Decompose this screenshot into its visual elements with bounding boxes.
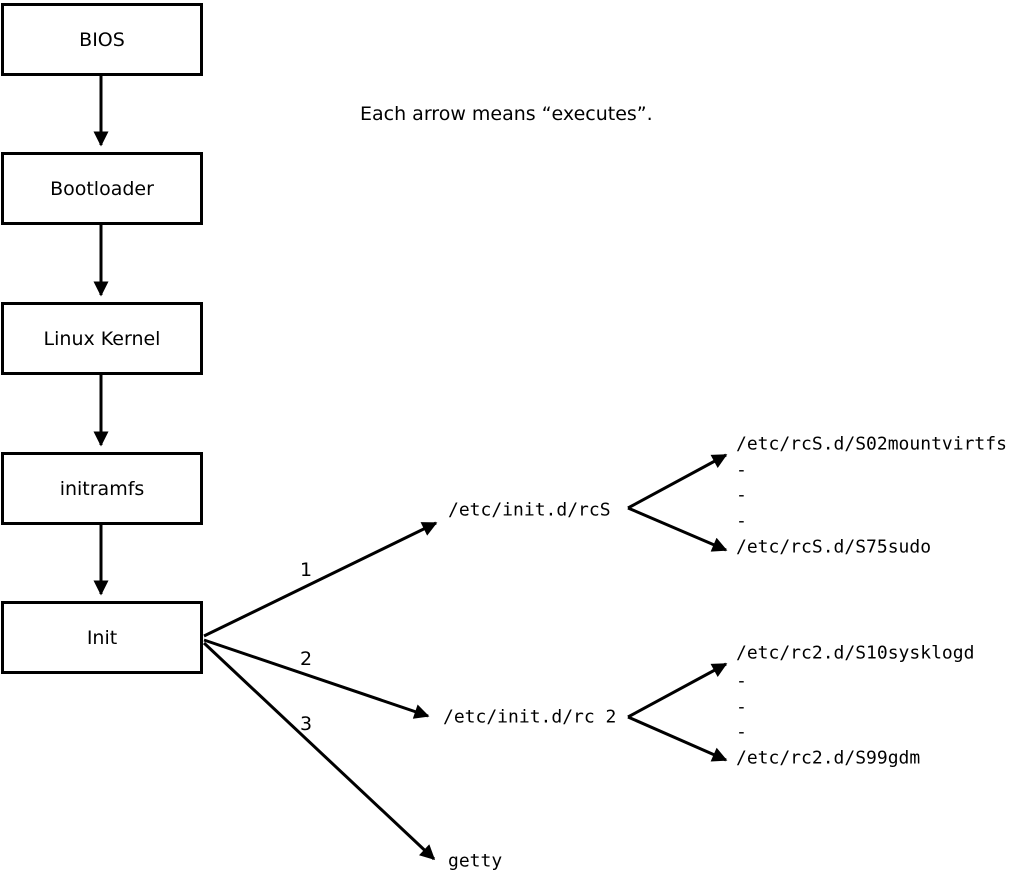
rc2-ellipsis-dash-1: - — [736, 670, 747, 692]
arrow-legend-note: Each arrow means “executes”. — [360, 103, 653, 125]
branch-3-number: 3 — [299, 713, 313, 735]
node-getty: getty — [448, 850, 503, 872]
node-linux-kernel: Linux Kernel — [1, 302, 203, 375]
node-linux-kernel-label: Linux Kernel — [43, 327, 161, 350]
rcs-ellipsis-dash-3: - — [736, 510, 747, 532]
arrow-rcs-to-s75sudo — [627, 506, 728, 552]
branch-2-number: 2 — [299, 648, 313, 670]
rc2-ellipsis-dash-2: - — [736, 696, 747, 718]
node-bootloader-label: Bootloader — [50, 177, 154, 200]
arrow-rcs-to-s02mountvirtfs — [627, 453, 728, 510]
rcs-ellipsis-dash-1: - — [736, 459, 747, 481]
node-init: Init — [1, 601, 203, 674]
node-initramfs: initramfs — [1, 452, 203, 525]
arrow-init-to-rc2 — [203, 638, 430, 719]
rcs-ellipsis-dash-2: - — [736, 484, 747, 506]
node-rcs-d-s02mountvirtfs: /etc/rcS.d/S02mountvirtfs — [736, 433, 1007, 455]
arrow-rc2-to-s99gdm — [627, 715, 728, 762]
branch-1-number: 1 — [299, 559, 313, 581]
node-bios-label: BIOS — [79, 28, 125, 51]
rc2-ellipsis-dash-3: - — [736, 721, 747, 743]
arrow-init-to-rcs — [203, 521, 438, 638]
arrow-rc2-to-s10sysklogd — [627, 662, 728, 719]
arrow-init-to-getty — [202, 641, 436, 861]
node-rcs-d-s75sudo: /etc/rcS.d/S75sudo — [736, 536, 932, 558]
node-etc-init-d-rc2: /etc/init.d/rc 2 — [443, 706, 617, 728]
node-rc2-d-s99gdm: /etc/rc2.d/S99gdm — [736, 747, 921, 769]
node-etc-init-d-rcs: /etc/init.d/rcS — [448, 499, 611, 521]
node-init-label: Init — [86, 626, 118, 649]
node-initramfs-label: initramfs — [59, 477, 145, 500]
node-bootloader: Bootloader — [1, 152, 203, 225]
node-bios: BIOS — [1, 3, 203, 76]
node-rc2-d-s10sysklogd: /etc/rc2.d/S10sysklogd — [736, 642, 975, 664]
